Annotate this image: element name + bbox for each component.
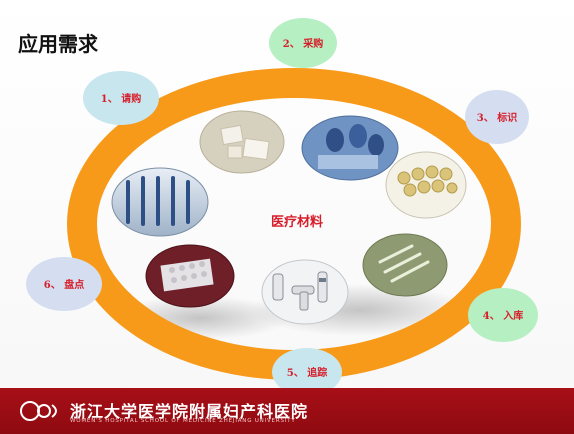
hospital-logo-icon [20,401,57,421]
footer-banner: 浙江大学医学院附属妇产科医院 WOMEN'S HOSPITAL SCHOOL O… [0,388,574,434]
syringes-photo [111,167,209,237]
step-bubble-shape [468,288,538,342]
step-bubble-shape [465,90,529,144]
thermometer-photo [261,259,349,325]
step-label: 3、 标识 [477,111,517,124]
step-label: 6、 盘点 [44,278,84,291]
step-bubble-shape [26,257,102,311]
tube-rack-photo [145,244,235,308]
step-bubble-4: 4、 入库 [468,288,538,342]
step-bubble-1: 1、 请购 [83,71,159,125]
step-bubble-6: 6、 盘点 [26,257,102,311]
page-title: 应用需求 [18,32,98,56]
mesh-implant-photo [385,151,467,219]
step-bubble-5: 5、 追踪 [272,348,342,396]
step-bubble-shape [272,348,342,396]
step-bubble-3: 3、 标识 [465,90,529,144]
step-bubble-2: 2、 采购 [269,18,337,68]
institution-name: 浙江大学医学院附属妇产科医院 [70,402,309,421]
step-bubble-shape [83,71,159,125]
institution-name-en: WOMEN'S HOSPITAL SCHOOL OF MEDICINE ZHEJ… [70,418,296,424]
step-label: 4、 入库 [483,309,523,322]
step-bubble-shape [269,18,337,68]
step-label: 5、 追踪 [287,366,327,379]
ampoule-tray-photo [362,233,448,297]
center-label: 医疗材料 [271,214,323,230]
surgery-team-photo [301,115,399,181]
step-label: 1、 请购 [101,92,141,105]
packaging-tray-photo [199,110,285,174]
step-label: 2、 采购 [283,37,323,50]
